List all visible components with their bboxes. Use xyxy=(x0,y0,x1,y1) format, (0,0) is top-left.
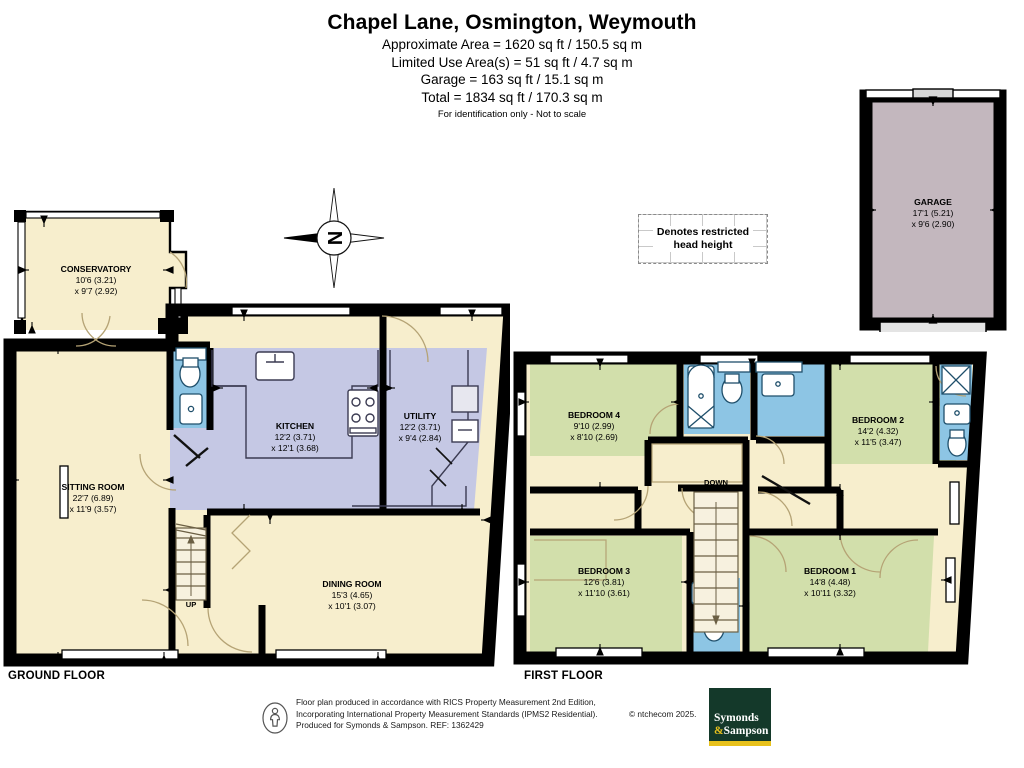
ground-floor-label: GROUND FLOOR xyxy=(8,670,105,682)
bedroom2-dim-1: 14'2 (4.32) xyxy=(858,426,899,436)
dining-room-dim-2: x 10'1 (3.07) xyxy=(328,601,376,611)
restricted-head-height-legend: Denotes restricted head height xyxy=(638,214,768,264)
first-floor-plan: BEDROOM 4 9'10 (2.99) x 8'10 (2.69) BEDR… xyxy=(513,351,987,665)
footer-text: Floor plan produced in accordance with R… xyxy=(296,697,716,732)
footer-line-1: Floor plan produced in accordance with R… xyxy=(296,697,596,707)
utility-dim-2: x 9'4 (2.84) xyxy=(399,433,442,443)
kitchen-dim-1: 12'2 (3.71) xyxy=(275,432,316,442)
garage-dim-2: x 9'6 (2.90) xyxy=(912,219,955,229)
garage-area-line: Garage = 163 sq ft / 15.1 sq m xyxy=(420,72,604,87)
logo-ampersand: & xyxy=(714,725,724,737)
bedroom3-dim-1: 12'6 (3.81) xyxy=(584,577,625,587)
bedroom3-dim-2: x 11'10 (3.61) xyxy=(578,588,630,598)
first-dimension-arrows xyxy=(518,358,952,656)
first-floor-room-labels: BEDROOM 4 9'10 (2.99) x 8'10 (2.69) BEDR… xyxy=(568,410,904,598)
garage-name: GARAGE xyxy=(914,197,952,207)
bedroom1-dim-2: x 10'11 (3.32) xyxy=(804,588,856,598)
bedroom1-dim-1: 14'8 (4.48) xyxy=(810,577,851,587)
conservatory-dim-1: 10'6 (3.21) xyxy=(76,275,117,285)
person-info-icon xyxy=(262,702,288,734)
header: Chapel Lane, Osmington, Weymouth Approxi… xyxy=(0,10,1024,122)
utility-dim-1: 12'2 (3.71) xyxy=(400,422,441,432)
conservatory-dim-2: x 9'7 (2.92) xyxy=(75,286,118,296)
dining-room-name: DINING ROOM xyxy=(322,579,381,589)
conservatory-name: CONSERVATORY xyxy=(61,264,132,274)
stairs-down-label: DOWN xyxy=(704,478,728,487)
stairs-up-label: UP xyxy=(186,600,197,609)
first-floor-fills xyxy=(520,358,980,658)
garage-dim-1: 17'1 (5.21) xyxy=(913,208,954,218)
sitting-room-name: SITTING ROOM xyxy=(61,482,124,492)
sitting-room-dim-2: x 11'9 (3.57) xyxy=(70,504,117,514)
first-floor-label: FIRST FLOOR xyxy=(524,670,603,682)
first-floor-walls xyxy=(513,351,987,665)
page-title: Chapel Lane, Osmington, Weymouth xyxy=(327,11,697,34)
total-area-line: Total = 1834 sq ft / 170.3 sq m xyxy=(421,89,603,105)
bedroom3-name: BEDROOM 3 xyxy=(578,566,630,576)
legend-line-1: Denotes restricted xyxy=(654,226,752,238)
footer-line-2: Incorporating International Property Mea… xyxy=(296,708,598,719)
copyright-text: © ntchecom 2025. xyxy=(629,708,697,719)
bedroom4-name: BEDROOM 4 xyxy=(568,410,620,420)
dining-room-dim-1: 15'3 (4.65) xyxy=(332,590,373,600)
compass-rose: N xyxy=(283,187,385,289)
symonds-sampson-logo: Symonds &Sampson xyxy=(709,688,771,746)
logo-line-1: Symonds xyxy=(714,712,759,724)
scale-notice: For identification only - Not to scale xyxy=(437,109,587,120)
kitchen-dim-2: x 12'1 (3.68) xyxy=(271,443,319,453)
logo-line-2-wrap: &Sampson xyxy=(714,725,768,737)
bedroom4-dim-1: 9'10 (2.99) xyxy=(574,421,615,431)
garage-plan: GARAGE 17'1 (5.21) x 9'6 (2.90) xyxy=(859,88,1007,332)
footer: Floor plan produced in accordance with R… xyxy=(262,697,762,749)
logo-gold-bar xyxy=(709,741,771,746)
logo-line-2: Sampson xyxy=(723,725,769,737)
sitting-room-dim-1: 22'7 (6.89) xyxy=(73,493,114,503)
legend-line-2: head height xyxy=(671,239,735,251)
ground-floor-plan: CONSERVATORY 10'6 (3.21) x 9'7 (2.92) SI… xyxy=(3,210,510,667)
utility-name: UTILITY xyxy=(404,411,437,421)
bedroom2-name: BEDROOM 2 xyxy=(852,415,904,425)
ground-dimension-arrows xyxy=(9,215,492,664)
kitchen-name: KITCHEN xyxy=(276,421,314,431)
limited-use-area-line: Limited Use Area(s) = 51 sq ft / 4.7 sq … xyxy=(391,54,633,70)
footer-line-3: Produced for Symonds & Sampson. REF: 136… xyxy=(296,720,484,731)
ground-floor-room-labels: CONSERVATORY 10'6 (3.21) x 9'7 (2.92) SI… xyxy=(61,264,442,611)
first-stairs xyxy=(693,491,739,633)
compass-north-label: N xyxy=(323,231,345,245)
bedroom4-dim-2: x 8'10 (2.69) xyxy=(570,432,618,442)
bedroom2-dim-2: x 11'5 (3.47) xyxy=(855,437,902,447)
ground-floor-walls xyxy=(3,210,510,667)
bedroom1-name: BEDROOM 1 xyxy=(804,566,856,576)
approximate-area-line: Approximate Area = 1620 sq ft / 150.5 sq… xyxy=(381,37,643,52)
